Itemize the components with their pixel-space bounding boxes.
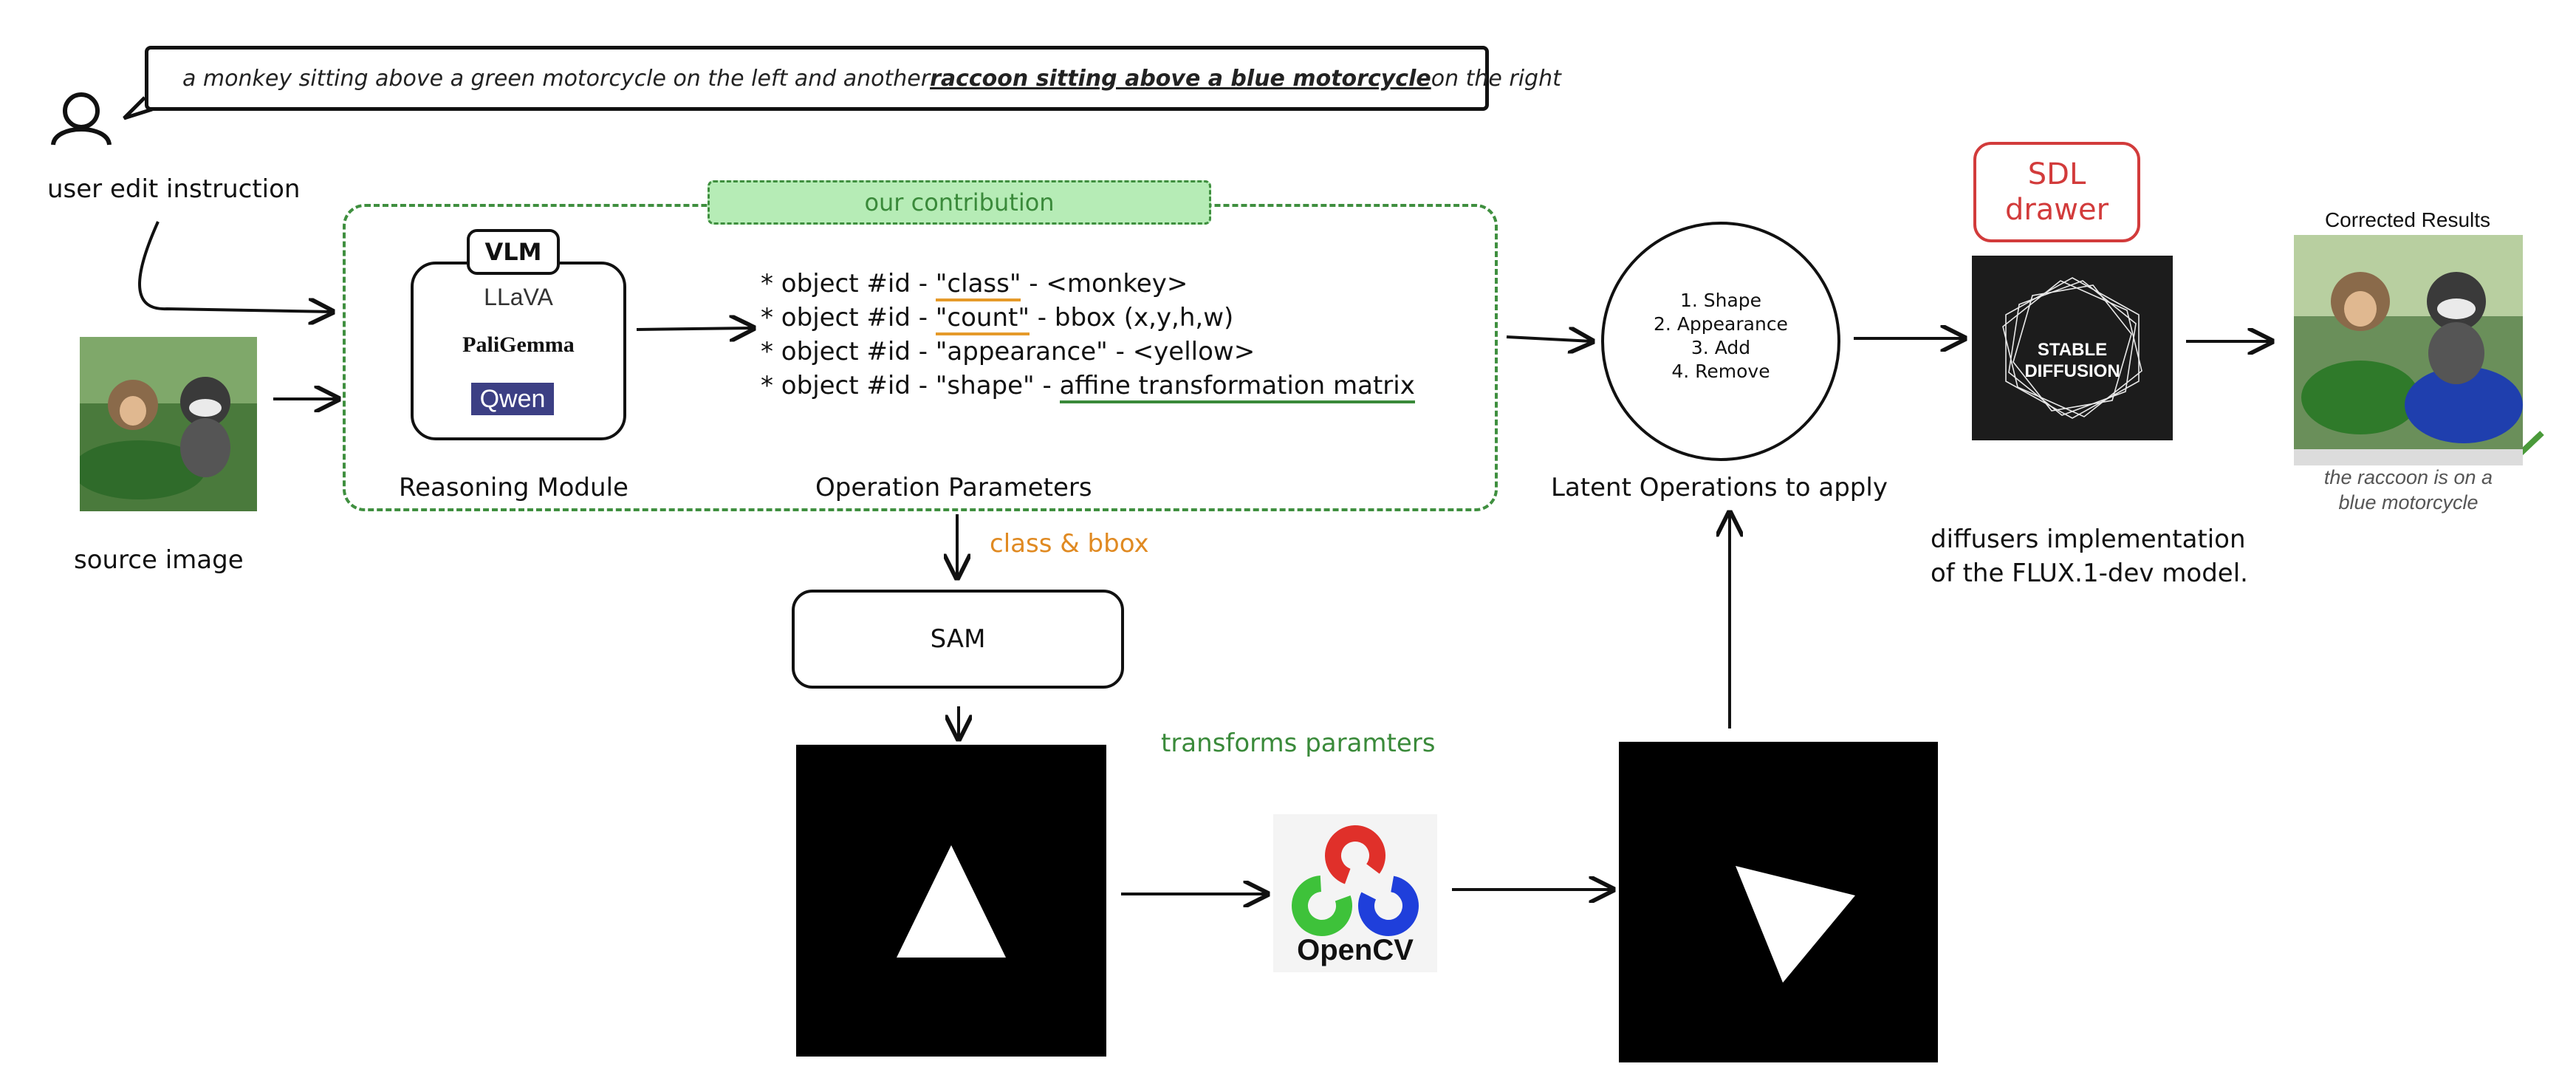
upright-triangle — [897, 845, 1006, 958]
param-count: * object #id - "count" - bbox (x,y,h,w) — [761, 303, 1234, 335]
sdl-line1: SDL — [2027, 157, 2086, 191]
result-caption: the raccoon is on a blue motorcycle — [2289, 465, 2527, 516]
transforms-params-label: transforms paramters — [1161, 728, 1436, 758]
sd-line1: STABLE — [2037, 340, 2108, 360]
rotated-triangle — [1736, 866, 1855, 983]
diffusers-note-line1: diffusers implementation — [1931, 525, 2246, 554]
sdl-line2: drawer — [2004, 193, 2109, 227]
param-appearance: * object #id - "appearance" - <yellow> — [761, 337, 1255, 366]
opencv-rings-icon — [1292, 825, 1419, 936]
param-shape: * object #id - "shape" - affine transfor… — [761, 371, 1415, 403]
latent-op-item: 4. Remove — [1671, 361, 1770, 382]
param-prefix: * object #id - — [761, 269, 936, 298]
user-edit-label: user edit instruction — [47, 174, 301, 204]
sd-line2: DIFFUSION — [2024, 361, 2120, 381]
our-contribution-tag: our contribution — [708, 180, 1211, 225]
vlm-tab: VLM — [467, 229, 560, 275]
param-suffix: - bbox (x,y,h,w) — [1030, 303, 1234, 332]
stable-diffusion-logo — [1972, 256, 2173, 440]
latent-ops-circle — [1601, 222, 1840, 461]
param-suffix: - <yellow> — [1107, 337, 1256, 366]
operation-parameters-label: Operation Parameters — [815, 473, 1092, 502]
param-key: "count" — [935, 303, 1030, 335]
sam-box: SAM — [792, 590, 1124, 689]
paligemma-logo: PaliGemma — [462, 332, 575, 357]
param-prefix: * object #id - — [761, 303, 936, 332]
latent-ops-label: Latent Operations to apply — [1551, 473, 1888, 502]
param-suffix: - <monkey> — [1021, 269, 1188, 298]
llava-logo: LLaVA — [484, 284, 553, 310]
diffusers-note-line2: of the FLUX.1-dev model. — [1931, 559, 2248, 588]
param-class: * object #id - "class" - <monkey> — [761, 269, 1188, 301]
user-icon — [51, 92, 112, 146]
param-prefix: * object #id - — [761, 371, 936, 400]
param-prefix: * object #id - — [761, 337, 936, 366]
prompt-after: on the right — [1431, 65, 1561, 92]
prompt-emphasis: raccoon sitting above a blue motorcycle — [930, 65, 1431, 92]
reasoning-module-label: Reasoning Module — [399, 473, 628, 502]
latent-op-item: 3. Add — [1690, 337, 1751, 358]
param-key: "shape" — [935, 371, 1035, 400]
source-image-label: source image — [74, 545, 244, 575]
class-bbox-label: class & bbox — [990, 529, 1149, 559]
param-key: "class" — [935, 269, 1021, 301]
caption-line2: blue motorcycle — [2338, 491, 2479, 513]
sdl-drawer-box: SDL drawer — [1973, 142, 2140, 242]
stable-diffusion-text: STABLE DIFFUSION — [1972, 340, 2173, 383]
param-tail: affine transformation matrix — [1059, 371, 1415, 403]
opencv-label: OpenCV — [1297, 934, 1414, 966]
source-image — [80, 337, 257, 511]
result-image — [2294, 235, 2523, 465]
param-suffix: - — [1034, 371, 1060, 400]
latent-op-item: 2. Appearance — [1654, 313, 1788, 335]
corrected-results-title: Corrected Results — [2324, 208, 2491, 231]
latent-op-item: 1. Shape — [1679, 290, 1762, 311]
caption-line1: the raccoon is on a — [2323, 466, 2493, 488]
edit-prompt-bubble: a monkey sitting above a green motorcycl… — [145, 46, 1561, 111]
prompt-before: a monkey sitting above a green motorcycl… — [182, 65, 931, 92]
param-key: "appearance" — [935, 337, 1108, 366]
qwen-logo: Qwen — [471, 383, 554, 415]
